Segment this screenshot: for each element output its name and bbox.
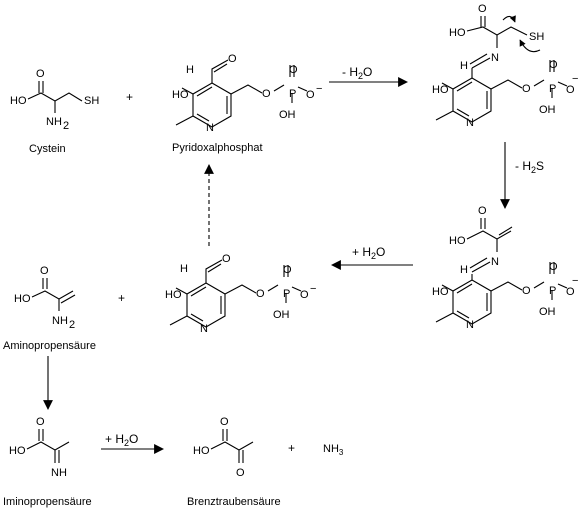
atom-O: O bbox=[262, 88, 271, 100]
atom-HO: HO bbox=[172, 89, 189, 101]
svg-text:2: 2 bbox=[63, 120, 69, 132]
atom-N: N bbox=[206, 122, 214, 134]
svg-text:HO: HO bbox=[449, 27, 466, 39]
ammonia-label: NH3 bbox=[323, 443, 344, 457]
svg-text:OH: OH bbox=[539, 306, 556, 318]
svg-text:O: O bbox=[478, 3, 487, 15]
svg-text:−: − bbox=[572, 275, 578, 287]
svg-text:O: O bbox=[522, 285, 531, 297]
svg-text:OH: OH bbox=[539, 104, 556, 116]
svg-text:NH: NH bbox=[51, 467, 67, 479]
schiff-base-cystein-structure: O HO SH N H bbox=[449, 3, 544, 72]
svg-text:P: P bbox=[283, 288, 290, 300]
svg-text:O: O bbox=[256, 288, 265, 300]
atom-SH: SH bbox=[84, 95, 99, 107]
svg-text:O: O bbox=[283, 264, 292, 276]
svg-text:−: − bbox=[310, 283, 316, 295]
iminopropen-structure: O HO NH bbox=[9, 416, 70, 479]
atom-H: H bbox=[186, 64, 194, 76]
compound-name-brenztraubensaeure: Brenztraubensäure bbox=[187, 496, 281, 508]
svg-text:O: O bbox=[566, 286, 575, 298]
svg-text:HO: HO bbox=[432, 286, 449, 298]
svg-text:NH: NH bbox=[52, 315, 68, 327]
atom-P: P bbox=[289, 88, 296, 100]
svg-text:HO: HO bbox=[449, 235, 466, 247]
plus-sign: + bbox=[126, 90, 133, 104]
atom-O: O bbox=[306, 89, 315, 101]
svg-text:O: O bbox=[36, 416, 45, 428]
svg-text:N: N bbox=[466, 319, 474, 331]
svg-text:H: H bbox=[460, 60, 468, 72]
cystein-structure: O HO NH 2 SH bbox=[10, 68, 99, 132]
svg-text:O: O bbox=[40, 265, 49, 277]
schiff-base-aminopropen-structure: O HO N H bbox=[449, 205, 513, 276]
svg-text:HO: HO bbox=[432, 84, 449, 96]
compound-name-plp: Pyridoxalphosphat bbox=[172, 142, 263, 154]
plp-structure-top bbox=[175, 59, 308, 128]
svg-text:N: N bbox=[466, 117, 474, 129]
atom-OH: OH bbox=[279, 109, 296, 121]
reaction-label-minus-water: - H2O bbox=[342, 65, 372, 81]
compound-name-iminopropensaeure: Iminopropensäure bbox=[3, 496, 92, 508]
svg-text:O: O bbox=[236, 467, 245, 479]
svg-text:N: N bbox=[491, 256, 499, 268]
svg-text:HO: HO bbox=[9, 445, 26, 457]
svg-text:HO: HO bbox=[193, 445, 210, 457]
svg-text:O: O bbox=[549, 59, 558, 71]
svg-text:−: − bbox=[572, 73, 578, 85]
compound-name-cystein: Cystein bbox=[29, 143, 66, 155]
svg-text:O: O bbox=[522, 83, 531, 95]
compound-name-aminopropensaeure: Aminopropensäure bbox=[3, 340, 96, 352]
reaction-label-plus-water: + H2O bbox=[105, 432, 138, 448]
svg-text:H: H bbox=[460, 264, 468, 276]
svg-text:N: N bbox=[491, 52, 499, 64]
atom-O: O bbox=[36, 68, 45, 80]
brenztrauben-structure: O HO O bbox=[193, 416, 254, 479]
svg-text:HO: HO bbox=[165, 289, 182, 301]
atom-O: O bbox=[289, 64, 298, 76]
svg-text:P: P bbox=[549, 285, 556, 297]
atom-O: O bbox=[228, 53, 237, 65]
svg-text:O: O bbox=[566, 84, 575, 96]
svg-text:2: 2 bbox=[69, 319, 75, 331]
plus-sign: + bbox=[288, 441, 295, 455]
atom-NH: NH bbox=[46, 116, 62, 128]
svg-text:OH: OH bbox=[273, 309, 290, 321]
svg-text:P: P bbox=[549, 83, 556, 95]
reaction-label-minus-h2s: - H2S bbox=[515, 159, 544, 175]
reaction-label-plus-water: + H2O bbox=[352, 245, 385, 261]
svg-text:O: O bbox=[549, 261, 558, 273]
schiff-base-cystein-ring bbox=[435, 59, 568, 123]
svg-text:HO: HO bbox=[14, 293, 31, 305]
svg-text:O: O bbox=[478, 205, 487, 217]
schiff-base-aminopropen-ring bbox=[435, 261, 568, 325]
svg-text:SH: SH bbox=[529, 31, 544, 43]
svg-text:O: O bbox=[222, 253, 231, 265]
plp-structure-regenerated bbox=[169, 259, 302, 328]
svg-text:O: O bbox=[300, 289, 309, 301]
svg-text:−: − bbox=[316, 83, 322, 95]
aminopropen-structure: O HO NH 2 bbox=[14, 265, 76, 331]
svg-text:O: O bbox=[220, 416, 229, 428]
atom-HO: HO bbox=[10, 95, 27, 107]
svg-text:N: N bbox=[200, 323, 208, 335]
plus-sign: + bbox=[118, 291, 125, 305]
svg-text:H: H bbox=[180, 263, 188, 275]
